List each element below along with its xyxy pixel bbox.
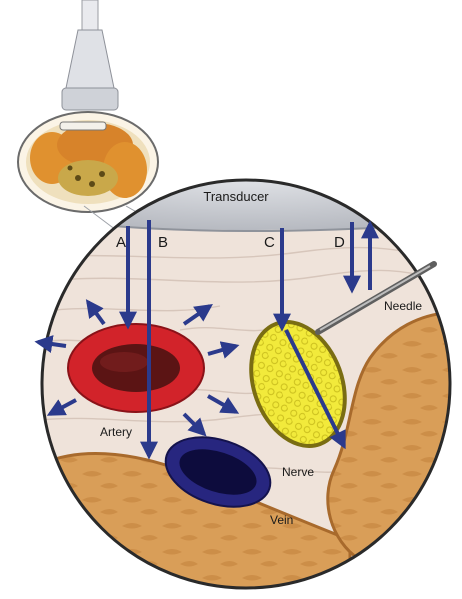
vein-label: Vein bbox=[270, 513, 293, 527]
needle bbox=[315, 261, 437, 335]
artery-label: Artery bbox=[100, 425, 132, 439]
ultrasound-beams bbox=[119, 220, 379, 460]
scatter-arrow bbox=[46, 398, 77, 416]
beam-b-label: B bbox=[158, 234, 168, 251]
artery bbox=[67, 323, 205, 413]
beam-d-label: D bbox=[334, 234, 345, 251]
beam-c-label: C bbox=[264, 234, 275, 251]
connector-line bbox=[83, 205, 117, 231]
magnified-view-border bbox=[40, 178, 452, 590]
scatter-arrows bbox=[34, 299, 240, 437]
vein bbox=[164, 436, 272, 508]
scatter-arrow bbox=[207, 394, 240, 414]
scatter-arrow bbox=[34, 335, 67, 353]
ultrasound-probe-icon bbox=[61, 0, 119, 111]
nerve-label: Nerve bbox=[282, 465, 314, 479]
beam-c-refracted-arrow bbox=[284, 329, 346, 450]
beam-a-label: A bbox=[116, 234, 126, 251]
scatter-arrow bbox=[182, 303, 213, 326]
magnified-view bbox=[42, 180, 450, 588]
needle-label: Needle bbox=[384, 299, 422, 313]
scatter-arrow bbox=[85, 299, 106, 326]
scatter-arrow bbox=[182, 412, 207, 437]
body-cross-section-icon bbox=[17, 111, 159, 213]
transducer-label: Transducer bbox=[203, 189, 269, 204]
scatter-arrow bbox=[207, 341, 240, 359]
